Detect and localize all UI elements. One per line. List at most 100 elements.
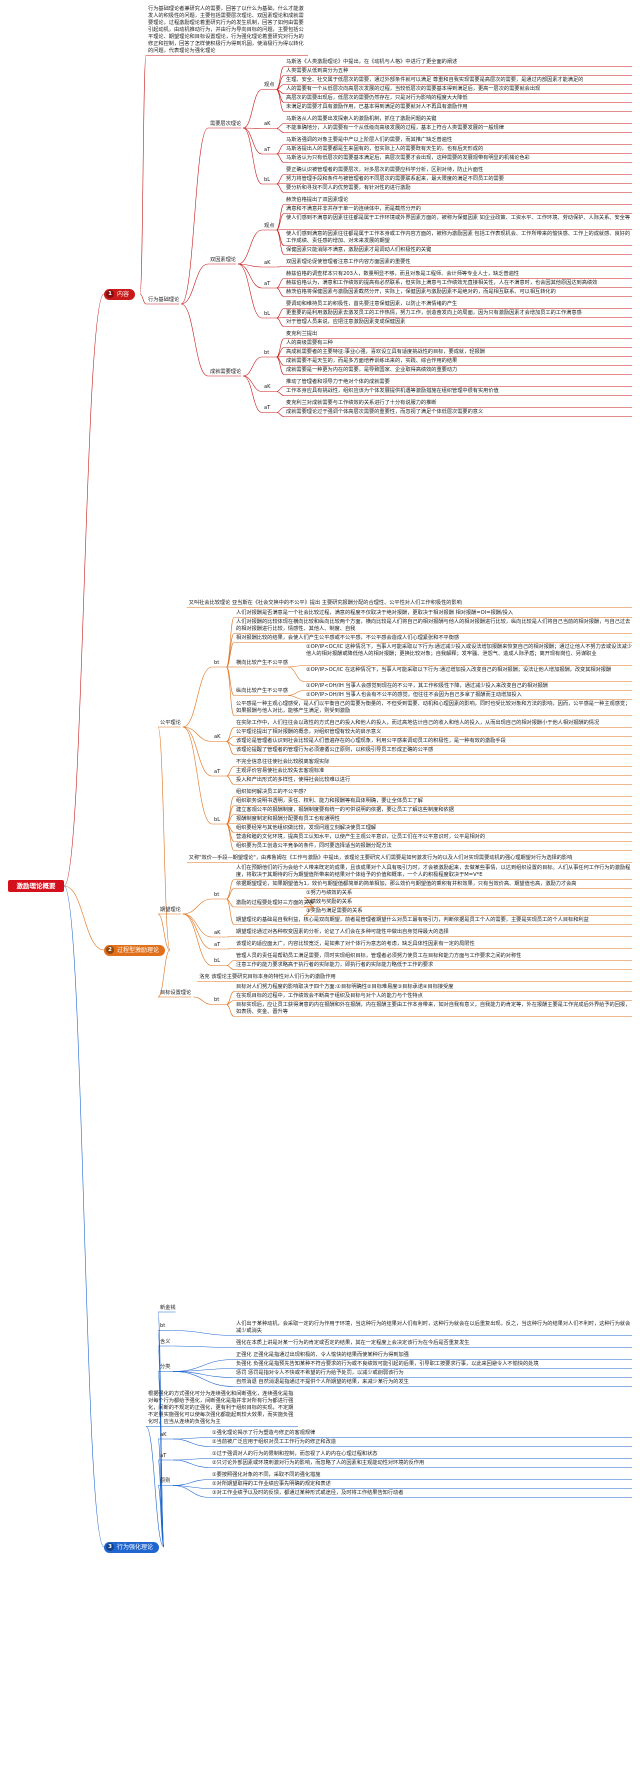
item-node-0-1-3[interactable]: bL (264, 310, 271, 317)
item-node-1-1-3[interactable]: bL (214, 958, 221, 964)
theory-node-2-3[interactable]: 分类 (160, 1364, 171, 1370)
leaf-0-1-3-0: 要调动和维持员工的积极性，首先要注意保健因素，以防止不满情绪的产生 (286, 301, 458, 307)
leaf-1-0-2-2: 投入和产出形式的多样性，使得社会比较难以进行 (236, 777, 351, 783)
connector-line (243, 375, 263, 413)
leaf-1-2-0-2: 目标实现后，应让员工获得满意的内在报酬和外在报酬，内在报酬主要由工作本身带来，如… (236, 1002, 631, 1015)
connector-line (193, 996, 213, 1005)
item-node-0-0-3[interactable]: bL (264, 176, 271, 183)
leaf-1-0-0-1: 人们对报酬的比较体现在横向比较和纵向比较两个方面，横向比较是人们将自己的相对报酬… (236, 619, 631, 632)
subleaf-1-1: ②OP/IP>OH/IH 当事人也会有不公平的感觉，但往往不会因为自己多拿了报酬… (306, 692, 522, 698)
leaf-0-0-0-1: 生理、安全、社交属于低层次的需要，通过外部条件就可以满足 尊重和自我实现需要是高… (286, 77, 584, 83)
leaf-2-3-0-3: 自然消退 自然消退是指通过不提供个人所期望的结果，来减少某行为的发生 (236, 1379, 409, 1385)
leaf-0-0-2-1: 马斯洛提出人的需要都是生来固有的，但实际上人的需要既有天生的，也有后天形成的 (286, 146, 484, 152)
item-node-1-1-0[interactable]: bt (214, 891, 220, 898)
item-node-0-1-2[interactable]: aT (264, 280, 271, 287)
connector-line (243, 127, 263, 185)
theory-node-1-0[interactable]: 公平理论 (160, 719, 181, 726)
item-node-0-0-2[interactable]: aT (264, 146, 271, 153)
theory-node-0-2[interactable]: 成就需要理论 (210, 368, 242, 375)
leaf-0-0-3-1: 努力将管理手段和条件与被管理者的不同层次的需要联系起来，最大限度的满足不同员工的… (286, 176, 504, 182)
connector-line (226, 642, 235, 668)
theory-lead-1-0: 又叫社会比较理论 亚当斯在《社会交换中的不公平》提出 主要研究报酬分配的合理性、… (188, 600, 462, 606)
tail-theory-node-2[interactable]: 原则 (160, 1478, 171, 1484)
theory-node-2-1[interactable]: bt (160, 1323, 166, 1329)
item-node-1-2-0[interactable]: bt (214, 997, 220, 1003)
item-node-1-1-2[interactable]: aT (214, 941, 221, 948)
connector-line (226, 1000, 235, 1005)
connector-line (276, 174, 285, 185)
connector-line (172, 1371, 235, 1378)
section-number-badge: 1 (106, 290, 114, 298)
connector-line (63, 885, 105, 1548)
leaf-0-1-2-0: 赫兹伯格的调查样本只有203人，数量明显不够，而且对象是工程师、会计师等专业人士… (286, 271, 519, 277)
leaf-1-0-1-1: 公平理论提出了相对报酬的概念，对组织管理有较大的启示意义 (236, 729, 382, 735)
leaf-0-2-0-1: 高成就需要者的主要特征:事业心强，喜欢设立具有适度挑战性的目标，要成就，轻报酬 (286, 349, 485, 355)
leaf-1-0-3-2: 建立客观公平的报酬制度，报酬制度要有统一的可供说明的依据，要让员工了解这些制度和… (236, 807, 454, 813)
leaf-0-0-0-0: 人类需要从低到高分为五种 (286, 68, 349, 74)
connector-line (182, 913, 213, 966)
item-node-0-0-1[interactable]: aK (264, 121, 271, 127)
connector-line (63, 293, 105, 887)
leaf-1-1-0-0: 人们在预期他们的行为会给个人带来既定的成果，且该成果对个人具有吸引力时，才会被激… (236, 865, 631, 878)
tail-1-0-0-0: 公平感是一种主观心理感受，是人们以平衡自己的需要为衡量的，不但受到需要、动机和心… (236, 701, 631, 714)
connector-line (139, 293, 147, 305)
tail-theory-leaf-1-0: ①过于强调对人的行为的限制和控制，而忽视了人的内在心理过程和状态 (212, 1451, 378, 1457)
item-node-0-0-0[interactable]: 观点 (264, 82, 275, 88)
connector-line (182, 913, 213, 950)
connector-line (226, 960, 235, 966)
leaf-1-0-3-6: 组织要为员工创造公平竞争的条件，同时要选择适当的报酬分配方法 (236, 843, 392, 849)
subleaf-1-0: ①OP/IP<OH/IH 当事人会感觉到现在的不公平，其工作积极性下降，通过减少… (306, 683, 548, 689)
item-node-0-2-0[interactable]: bt (264, 349, 270, 356)
theory-lead-1-2: 洛克 该理论主要研究目标本身的特性对人们行为的激励作用 (199, 974, 336, 980)
connector-line (276, 278, 285, 289)
connector-line (276, 213, 285, 231)
connector-line (181, 263, 209, 305)
section-summary: 根据强化的方式强化可分为连续强化和间断强化，连续强化是指对每个行为都给予强化，间… (148, 1391, 294, 1425)
tail-theory-node-0[interactable]: aK (160, 1431, 167, 1438)
connector-line (181, 303, 209, 377)
subgroup-node[interactable]: 横向比较产生不公平感 (236, 659, 288, 666)
item-node-0-1-1[interactable]: aK (264, 259, 271, 266)
connector-line (276, 144, 285, 155)
theory-node-0-1[interactable]: 双因素理论 (210, 256, 236, 263)
theory-node-2-0[interactable]: 新金钱 (160, 1304, 176, 1311)
leaf-0-2-1-1: 工作本身应具有挑战性，组织应该为个体发展提供机遇等激励措施在组织管理中很有实用价… (286, 388, 499, 394)
connector-line (276, 66, 285, 90)
connector-line (276, 123, 285, 129)
item-node-0-1-0[interactable]: 观点 (264, 222, 275, 229)
theory-node-0-0[interactable]: 需要层次理论 (210, 120, 242, 127)
connector-line (172, 1458, 211, 1461)
tail-1-1-0-0: 期望理论的基础是自我利益，核心是双向期望，前者是管理者期望什么对员工最有吸引力，… (236, 917, 589, 923)
tail-theory-node-1[interactable]: aT (160, 1452, 167, 1459)
connector-line (276, 412, 285, 417)
root-node[interactable]: 激励理论概要 (8, 880, 64, 892)
leaf-0-0-0-2: 人的需要有一个从低层次向高层次发展的过程，当较低层次的需要基本得到满足后，更高一… (286, 86, 541, 92)
subgroup-node[interactable]: 激励的过程要处理好三方面的关系 (236, 899, 314, 906)
tail-theory-leaf-0-0: ①强化理论揭示了行为塑造与修正的客观规律 (212, 1430, 316, 1436)
leaf-1-2-0-1: 在实现目标的过程中，工作绩效会不断高于组织及目标与对个人的能力与个性特点 (236, 993, 423, 999)
leaf-1-0-2-0: 不完全信息往往使社会比较脱离客观实际 (236, 759, 330, 765)
leaf-0-0-1-1: 不能准确地分，人的需要有一个从低级向高级发展的过程，基本上符合人类需要发展的一般… (286, 125, 504, 131)
theory-node-2-2[interactable]: 含义 (160, 1338, 171, 1345)
leaf-0-1-0-1: 使人们感到不满意的因素往往都是属于工作环境或外界因素方面的，被称为保健因素 如企… (286, 215, 631, 221)
connector-line (157, 913, 171, 951)
theory-node-1-1[interactable]: 期望理论 (160, 906, 181, 913)
subleaf-0-2: ③奖励与满足需要的关系 (306, 908, 363, 914)
item-node-0-2-2[interactable]: aT (264, 405, 271, 411)
item-node-1-0-1[interactable]: aK (214, 734, 221, 740)
connector-line (172, 1459, 211, 1468)
connector-line (172, 1371, 235, 1387)
subgroup-node[interactable]: 纵向比较产生不公平感 (236, 688, 288, 694)
item-node-1-0-0[interactable]: bt (214, 659, 220, 666)
item-node-1-1-1[interactable]: aK (214, 929, 221, 936)
connector-line (276, 308, 285, 319)
item-node-1-0-2[interactable]: aT (214, 768, 221, 775)
leaf-1-1-0-1: 依据期望理论，如果期望值为1，效价与期望值都简单的简单相加，那么效价与期望值的乘… (236, 881, 577, 887)
group-node[interactable]: 行为基础理论 (148, 296, 180, 303)
theory-node-1-2[interactable]: 目标设置理论 (160, 989, 192, 996)
item-node-0-2-1[interactable]: aK (264, 384, 271, 390)
item-node-1-0-3[interactable]: bL (214, 816, 221, 823)
